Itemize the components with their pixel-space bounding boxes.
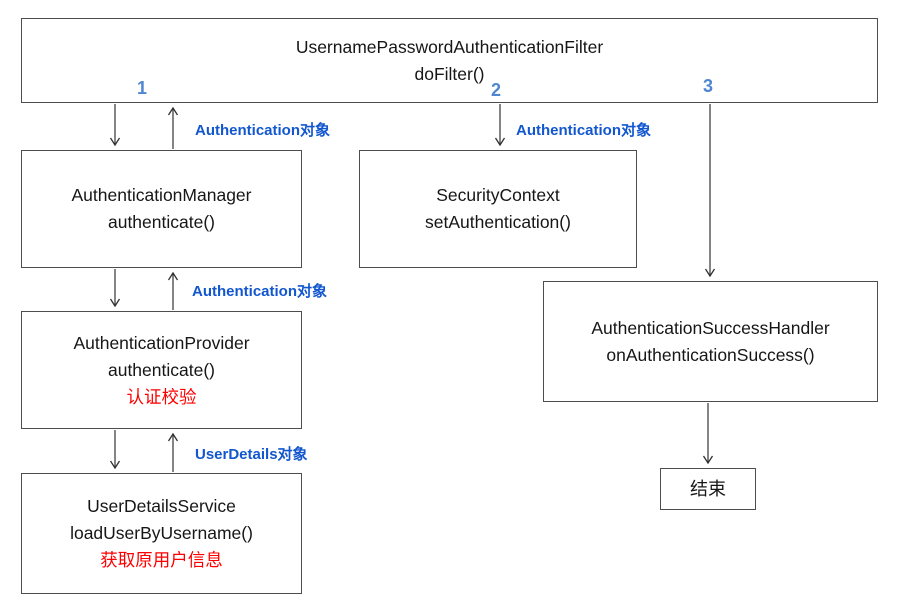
box-security-context: SecurityContext setAuthentication() <box>359 150 637 268</box>
step-number-1: 1 <box>137 78 148 98</box>
box-title: UserDetailsService <box>87 496 236 516</box>
box-username-password-authentication-filter: UsernamePasswordAuthenticationFilter doF… <box>21 18 878 103</box>
step-number-2: 2 <box>491 80 502 100</box>
box-method: loadUserByUsername() <box>70 523 253 543</box>
box-user-details-service: UserDetailsService loadUserByUsername() … <box>21 473 302 594</box>
box-title: AuthenticationProvider <box>73 332 250 353</box>
edge-label-user-details-object: UserDetails对象 <box>195 446 308 463</box>
edge-label-authentication-object-1: Authentication对象 <box>195 122 330 139</box>
box-end: 结束 <box>660 468 756 510</box>
box-method: authenticate() <box>107 359 215 380</box>
box-method: doFilter() <box>414 63 485 84</box>
box-title: AuthenticationManager <box>71 185 252 205</box>
box-title: 结束 <box>690 478 726 499</box>
box-note: 获取原用户信息 <box>100 550 223 570</box>
box-method: onAuthenticationSuccess() <box>606 344 815 365</box>
box-title: AuthenticationSuccessHandler <box>591 317 830 338</box>
box-title: SecurityContext <box>436 185 560 205</box>
box-authentication-provider: AuthenticationProvider authenticate() 认证… <box>21 311 302 429</box>
box-authentication-success-handler: AuthenticationSuccessHandler onAuthentic… <box>543 281 878 402</box>
box-method: authenticate() <box>107 212 215 232</box>
edge-label-authentication-object-3: Authentication对象 <box>192 283 327 300</box>
box-title: UsernamePasswordAuthenticationFilter <box>295 36 604 57</box>
box-note: 认证校验 <box>126 386 197 407</box>
edge-label-authentication-object-2: Authentication对象 <box>516 122 651 139</box>
box-authentication-manager: AuthenticationManager authenticate() <box>21 150 302 268</box>
box-method: setAuthentication() <box>425 212 571 232</box>
step-number-3: 3 <box>703 76 714 96</box>
